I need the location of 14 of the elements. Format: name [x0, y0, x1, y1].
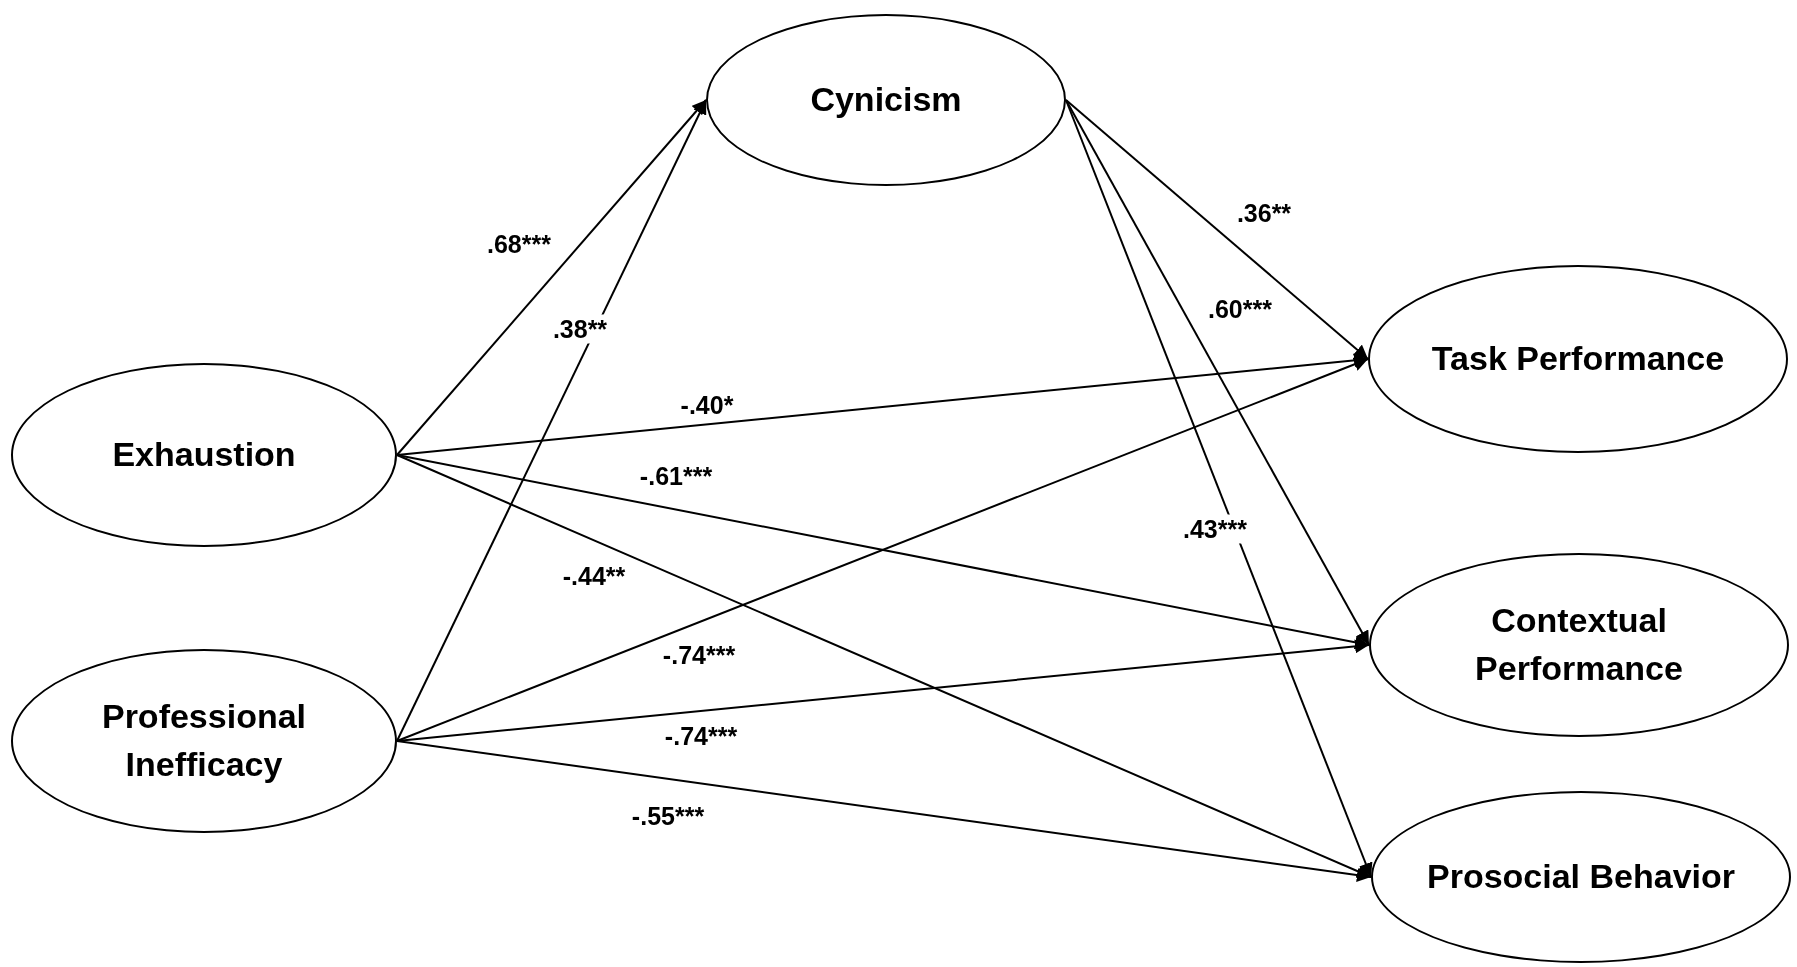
arrow: [396, 99, 707, 742]
node-label: Cynicism: [809, 79, 963, 121]
node-label: Task Performance: [1430, 338, 1726, 380]
arrow: [396, 454, 1370, 650]
node-label: Professional Inefficacy: [100, 696, 308, 785]
node-label: Contextual Performance: [1474, 600, 1684, 689]
arrow: [1065, 99, 1369, 360]
arrow: [396, 740, 1372, 882]
edge-label: .43***: [1181, 514, 1249, 544]
arrow: [1065, 99, 1370, 646]
node-label: Prosocial Behavior: [1426, 856, 1736, 898]
node-label: Exhaustion: [111, 434, 297, 476]
arrow: [396, 99, 707, 456]
arrow: [396, 357, 1369, 742]
